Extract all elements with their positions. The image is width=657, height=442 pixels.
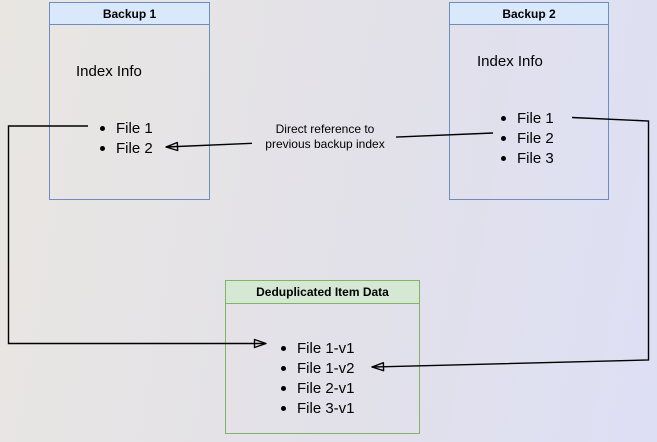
file-label: File 3-v1 xyxy=(297,399,355,417)
backup2-file-list: File 1 File 2 File 3 xyxy=(501,108,554,168)
file-label: File 2 xyxy=(517,129,554,147)
list-item: File 1-v1 xyxy=(281,338,355,358)
list-item: File 3-v1 xyxy=(281,398,355,418)
list-item: File 1 xyxy=(100,118,153,138)
file-label: File 1-v2 xyxy=(297,359,355,377)
file-label: File 1 xyxy=(116,119,153,137)
list-item: File 3 xyxy=(501,148,554,168)
backup1-box: Backup 1 Index Info File 1 File 2 xyxy=(49,2,210,200)
backup1-index-info-label: Index Info xyxy=(76,63,142,80)
list-item: File 2 xyxy=(501,128,554,148)
dedup-box: Deduplicated Item Data File 1-v1 File 1-… xyxy=(225,280,420,434)
bullet-icon xyxy=(281,365,286,371)
list-item: File 2-v1 xyxy=(281,378,355,398)
dedup-file-list: File 1-v1 File 1-v2 File 2-v1 File 3-v1 xyxy=(281,338,355,418)
direct-reference-label: Direct reference to previous backup inde… xyxy=(230,122,420,152)
direct-reference-line1: Direct reference to xyxy=(275,122,375,136)
file-label: File 2-v1 xyxy=(297,379,355,397)
file-label: File 1-v1 xyxy=(297,339,355,357)
file-label: File 3 xyxy=(517,149,554,167)
file-label: File 1 xyxy=(517,109,554,127)
bullet-icon xyxy=(501,155,506,161)
bullet-icon xyxy=(100,145,105,151)
backup1-file-list: File 1 File 2 xyxy=(100,118,153,158)
file-label: File 2 xyxy=(116,139,153,157)
bullet-icon xyxy=(100,125,105,131)
bullet-icon xyxy=(281,345,286,351)
backup2-box: Backup 2 Index Info File 1 File 2 File 3 xyxy=(449,2,609,200)
backup2-title: Backup 2 xyxy=(450,3,608,25)
bullet-icon xyxy=(501,135,506,141)
list-item: File 1-v2 xyxy=(281,358,355,378)
dedup-title: Deduplicated Item Data xyxy=(226,281,419,304)
list-item: File 2 xyxy=(100,138,153,158)
direct-reference-line2: previous backup index xyxy=(265,137,385,151)
bullet-icon xyxy=(281,385,286,391)
list-item: File 1 xyxy=(501,108,554,128)
bullet-icon xyxy=(281,405,286,411)
backup1-title: Backup 1 xyxy=(50,3,209,25)
bullet-icon xyxy=(501,115,506,121)
backup2-index-info-label: Index Info xyxy=(477,53,543,70)
